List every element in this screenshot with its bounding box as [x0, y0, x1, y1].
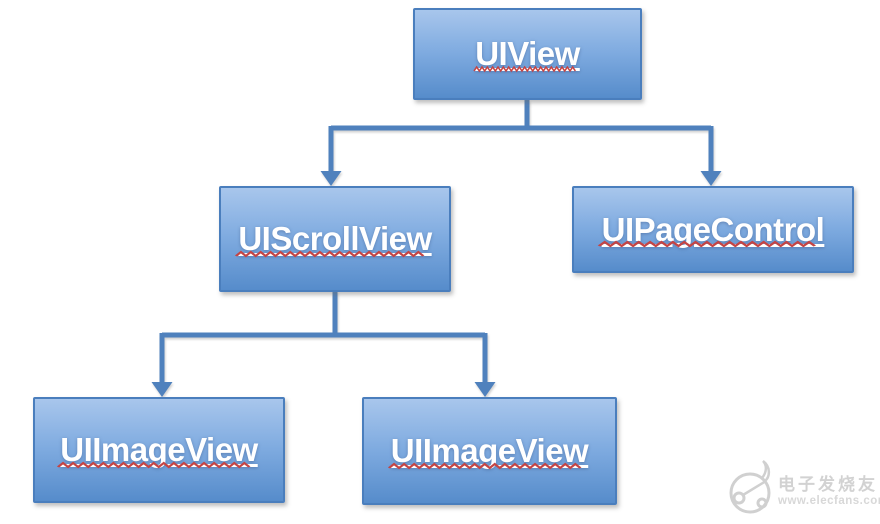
connector-uiscrollview-to-children — [151, 291, 496, 397]
spellcheck-squiggle-icon — [473, 65, 577, 73]
node-label: UIView — [473, 35, 580, 73]
spellcheck-squiggle-icon — [387, 462, 582, 470]
watermark-url: www.elecfans.com — [778, 494, 880, 507]
arrowhead-uiimageview-left — [151, 382, 173, 397]
arrowhead-uipagecontrol — [700, 171, 722, 186]
node-uiscrollview: UIScrollView — [219, 186, 451, 292]
node-label: UIScrollView — [235, 220, 432, 258]
elecfans-logo-icon — [729, 460, 771, 514]
node-label: UIPageControl — [598, 211, 825, 249]
spellcheck-squiggle-icon — [598, 241, 817, 248]
spellcheck-squiggle-icon — [57, 461, 251, 469]
watermark-brand: 电子发烧友 — [778, 474, 878, 495]
node-uiimageview-left: UIImageView — [33, 397, 285, 503]
connector-uiview-to-children — [320, 100, 722, 186]
arrowhead-uiimageview-right — [474, 382, 496, 397]
node-uiview: UIView — [413, 8, 642, 100]
node-uipagecontrol: UIPageControl — [572, 186, 854, 273]
node-label: UIImageView — [57, 431, 258, 469]
watermark: 电子发烧友 www.elecfans.com — [725, 460, 880, 516]
node-uiimageview-right: UIImageView — [362, 397, 617, 505]
arrowhead-uiscrollview — [320, 171, 342, 186]
spellcheck-squiggle-icon — [235, 250, 425, 258]
node-label: UIImageView — [387, 432, 589, 470]
